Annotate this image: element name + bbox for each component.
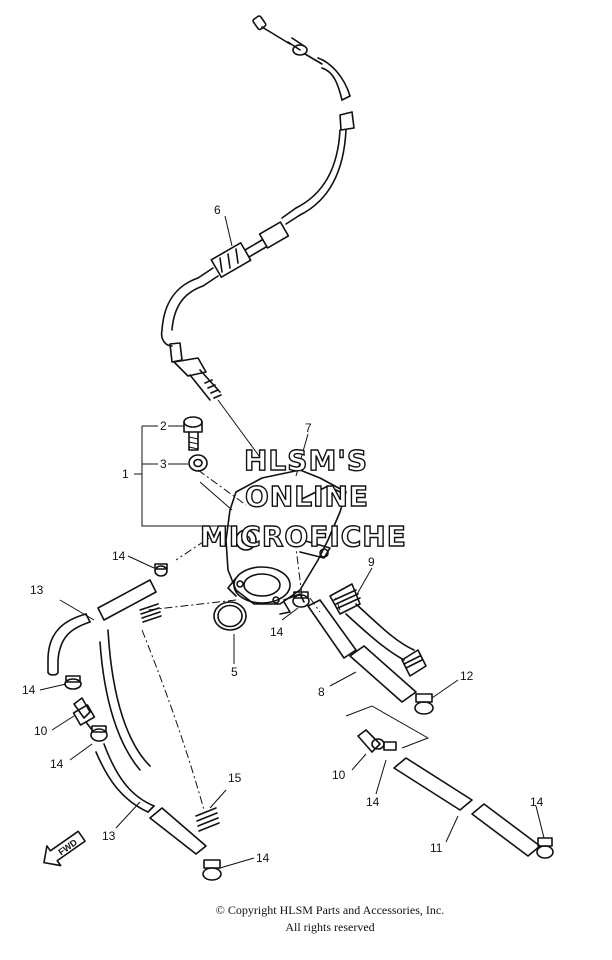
callout-5: 5 [231,665,238,679]
callout-14-e: 14 [366,795,380,809]
pump-bolt[interactable] [183,416,203,451]
callout-15: 15 [228,771,242,785]
joint-10-right[interactable] [357,729,397,753]
callout-12: 12 [460,669,474,683]
callout-10-right: 10 [332,768,346,782]
callout-1: 1 [122,467,129,481]
pump-washer[interactable] [188,454,208,472]
callout-6: 6 [214,203,221,217]
callout-3: 3 [160,457,167,471]
hose-clip-12[interactable] [414,693,434,715]
callout-14-f: 14 [530,795,544,809]
callout-10-left: 10 [34,724,48,738]
copyright-line: © Copyright HLSM Parts and Accessories, … [215,903,445,917]
hose-clip[interactable] [292,591,310,608]
leader-lines [39,215,545,869]
rights-line: All rights reserved [285,920,375,934]
hose-9[interactable] [329,583,427,677]
callout-14-b: 14 [22,683,36,697]
spring-15-left-top[interactable] [139,603,162,623]
hose-13-lower[interactable] [95,743,222,881]
callout-2: 2 [160,419,167,433]
forward-label: FWD [56,837,79,857]
callout-14-g: 14 [256,851,270,865]
oil-pump-cable[interactable] [160,15,355,461]
watermark-line-1: HLSM'S [244,444,368,477]
callout-14-d: 14 [270,625,284,639]
watermark-line-3: MICROFICHE [200,520,407,553]
watermark: HLSM'S ONLINE MICROFICHE [199,443,407,553]
callout-8: 8 [318,685,325,699]
hose-8[interactable] [307,599,417,703]
hose-11[interactable] [393,757,554,859]
callout-13-top: 13 [30,583,44,597]
oil-pump-assembly[interactable] [225,469,347,615]
watermark-line-2: ONLINE [245,480,369,513]
hose-clip[interactable] [90,725,108,742]
hose-clip[interactable] [64,675,82,690]
pump-o-ring[interactable] [213,601,247,631]
hose-clip[interactable] [154,563,168,577]
callout-7: 7 [305,421,312,435]
spring-15[interactable] [195,807,220,832]
callout-14-c: 14 [50,757,64,771]
joint-10-left[interactable] [72,697,96,731]
long-hose-15[interactable] [99,629,205,811]
forward-arrow-icon: FWD [43,830,86,867]
callout-13-bottom: 13 [102,829,116,843]
callout-14-a: 14 [112,549,126,563]
callout-11: 11 [430,841,443,855]
callout-9: 9 [368,555,375,569]
